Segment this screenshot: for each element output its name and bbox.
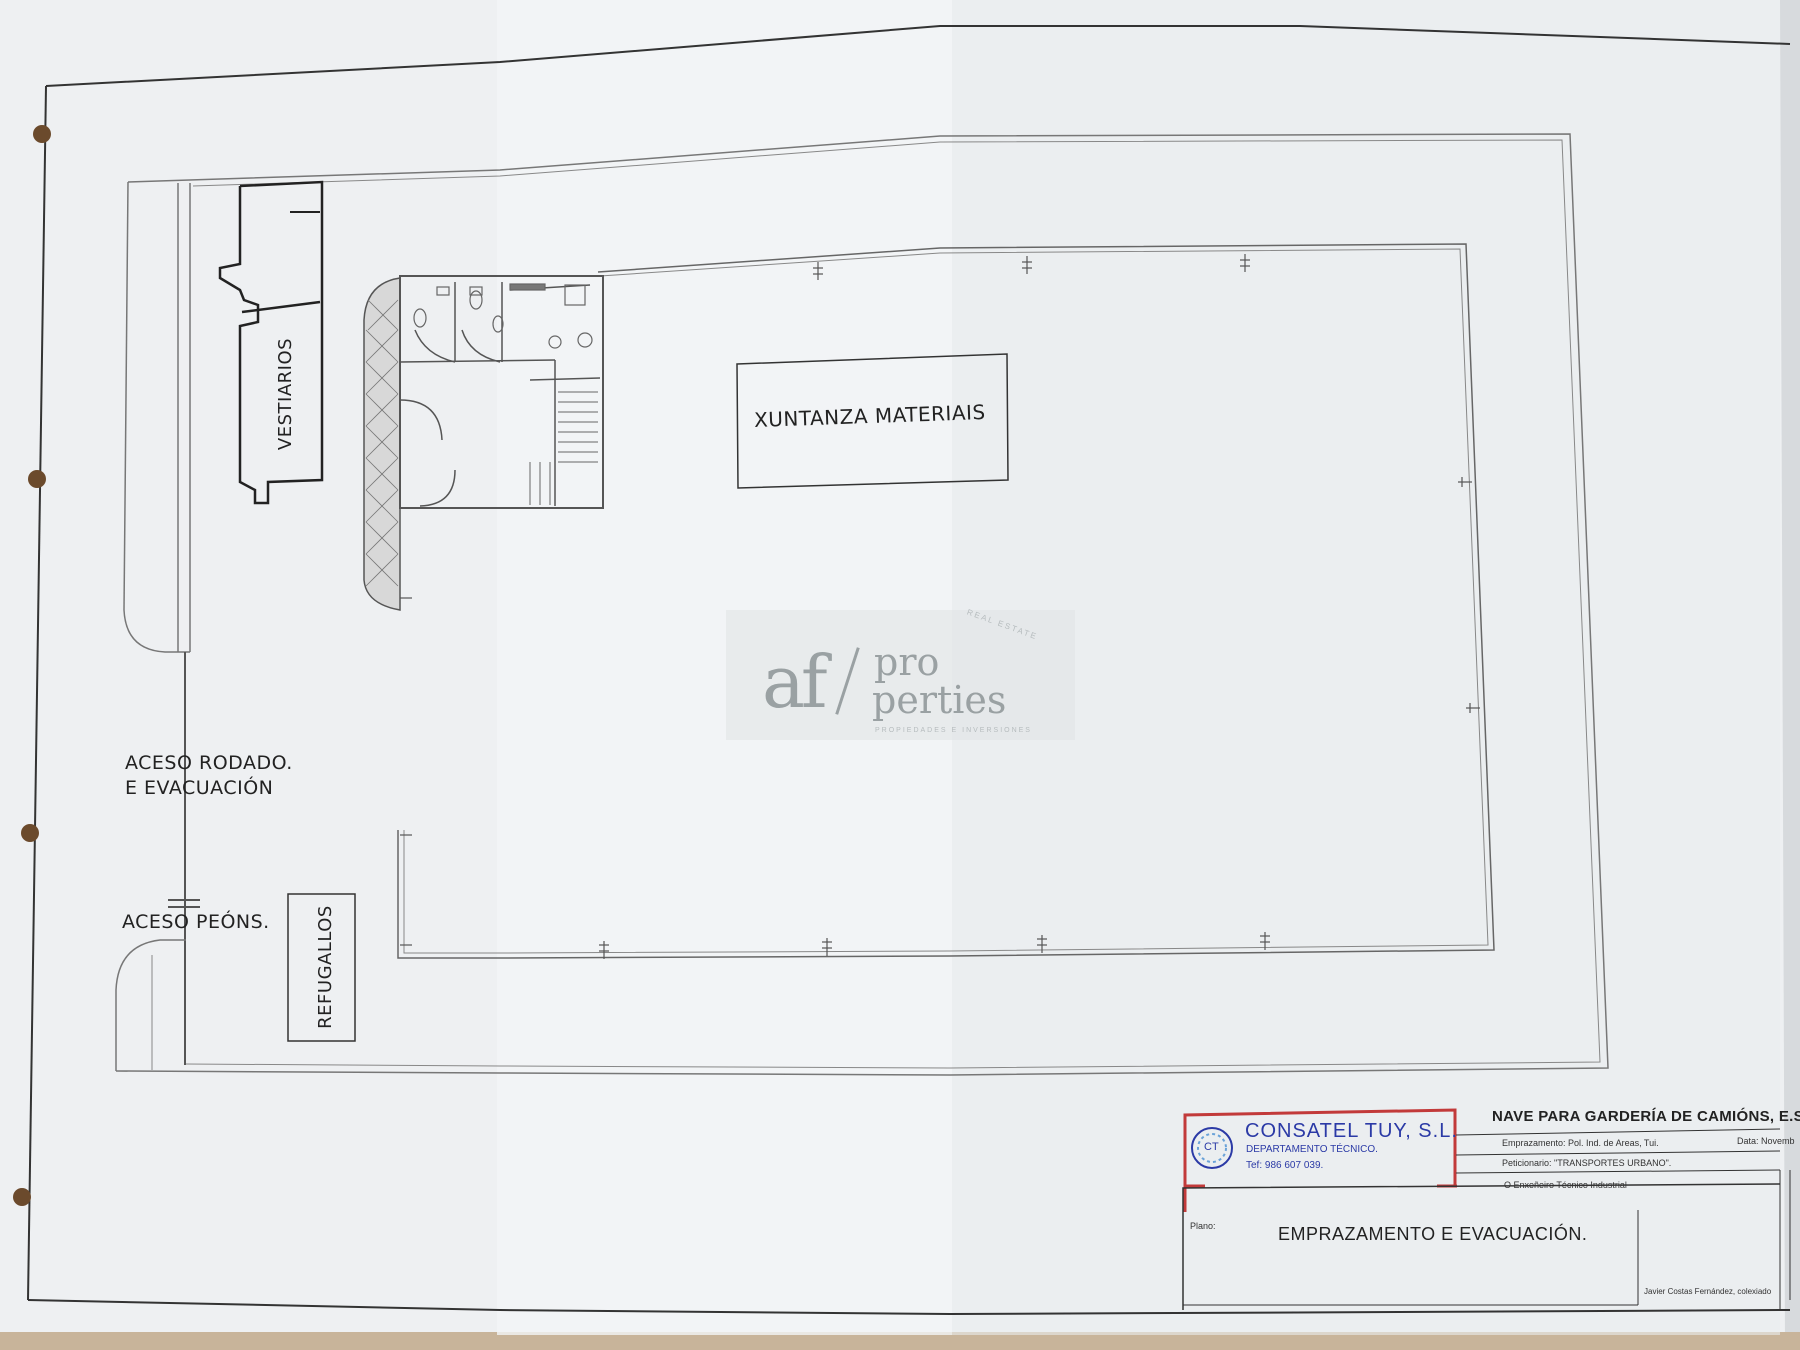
annex-block (399, 275, 604, 509)
binder-hole-1 (33, 125, 51, 143)
paper-shadow-right (1780, 0, 1800, 1350)
company-name: CONSATEL TUY, S.L. (1245, 1120, 1458, 1142)
stair-flight (529, 391, 598, 505)
annex-hatched-wall (363, 277, 401, 611)
company-department: DEPARTAMENTO TÉCNICO. (1246, 1144, 1378, 1155)
warehouse-outline (397, 243, 1495, 959)
watermark-tagline: PROPIEDADES E INVERSIONES (875, 727, 1032, 734)
label-aceso-rodado: ACESO RODADO. (125, 752, 293, 774)
project-date: Data: Novemb (1737, 1136, 1795, 1146)
label-refugallos: REFUGALLOS (315, 905, 336, 1029)
frame-bottom (27, 1299, 1791, 1316)
table-strip-bottom (0, 1332, 1800, 1350)
label-evacuacion: E EVACUACIÓN (125, 777, 274, 799)
watermark-brand: pro perties (872, 643, 1006, 719)
label-aceso-peons: ACESO PEÓNS. (122, 911, 270, 933)
vestiarios-outline (218, 180, 324, 505)
company-phone: Tef: 986 607 039. (1246, 1160, 1324, 1171)
refugallos-box (287, 893, 356, 1042)
watermark-brand-top: pro (874, 640, 940, 684)
label-vestiarios: VESTIARIOS (275, 337, 296, 451)
warehouse-outline-inner (403, 248, 1489, 954)
company-logo-letters: CT (1204, 1141, 1219, 1153)
access-road-line-1 (123, 181, 129, 611)
annex-interior-walls (399, 282, 601, 507)
pedestrian-access-curve (115, 939, 186, 1071)
site-boundary-inner (185, 139, 1601, 1069)
site-boundary (115, 133, 1609, 1076)
binder-hole-3 (21, 824, 39, 842)
watermark-mark: af (762, 640, 828, 724)
project-title: NAVE PARA GARDERÍA DE CAMIÓNS, E.S.S (1492, 1108, 1800, 1125)
project-location: Emprazamento: Pol. Ind. de Areas, Tui. (1502, 1138, 1659, 1148)
plano-label: Plano: (1190, 1221, 1216, 1231)
project-client: Peticionario: "TRANSPORTES URBANO". (1502, 1158, 1672, 1168)
binder-hole-4 (13, 1188, 31, 1206)
engineer-signature: Javier Costas Fernández, colexiado (1644, 1287, 1772, 1296)
annex-hatch-pattern (365, 299, 399, 587)
vestiarios-wall (241, 300, 321, 314)
company-logo-icon (1191, 1127, 1233, 1169)
access-road-curve (123, 609, 190, 653)
sanitary-fixtures (413, 283, 593, 349)
binder-hole-2 (28, 470, 46, 488)
title-block-frame (1182, 1108, 1791, 1310)
frame-left (27, 85, 47, 1301)
plano-title: EMPRAZAMENTO E EVACUACIÓN. (1278, 1224, 1588, 1244)
watermark-brand-bottom: perties (872, 678, 1007, 722)
watermark-box (726, 610, 1075, 740)
column-ticks (400, 254, 1480, 959)
drawing-frame (45, 25, 1791, 87)
project-engineer: O Enxeñeiro Técnico Industrial (1504, 1180, 1627, 1190)
xuntanza-box (736, 353, 1009, 489)
